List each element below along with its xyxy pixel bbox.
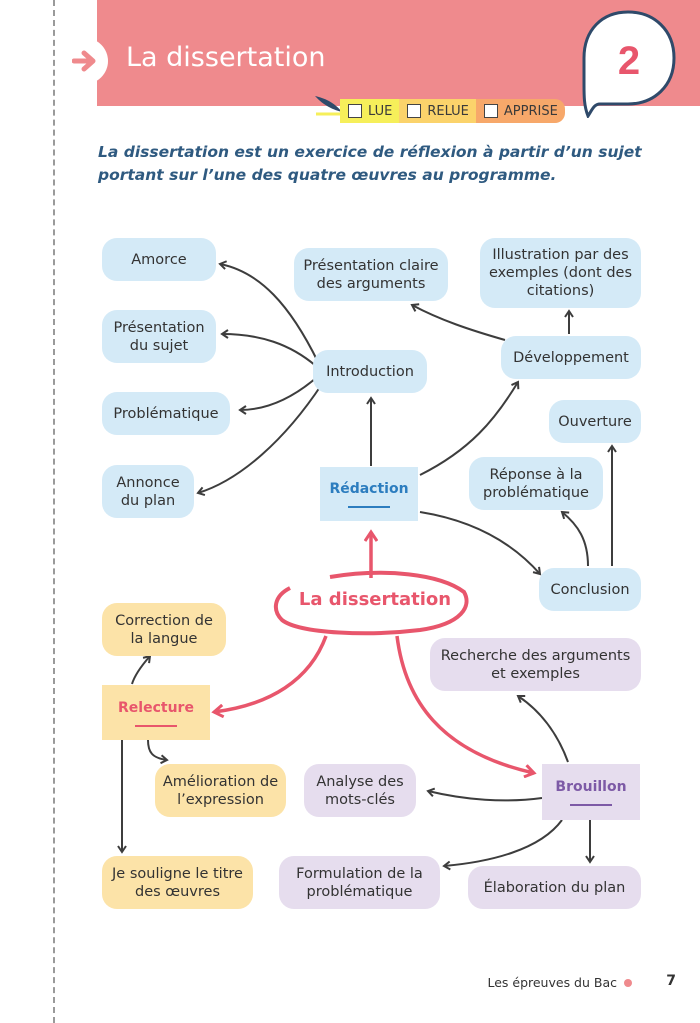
footer-text: Les épreuves du Bac (487, 975, 617, 990)
hub-brouillon-label: Brouillon (555, 779, 627, 795)
node-correction-langue: Correction de la langue (102, 603, 226, 656)
chapter-number: 2 (618, 39, 640, 83)
hub-redaction-label: Rédaction (329, 481, 409, 497)
node-ouverture: Ouverture (549, 400, 641, 443)
checkbox-relue[interactable]: RELUE (399, 99, 476, 123)
checkbox-lue[interactable]: LUE (340, 99, 400, 123)
hub-underline (135, 724, 177, 727)
node-amorce: Amorce (102, 238, 216, 281)
margin-dashed-line (53, 0, 55, 1023)
node-analyse-mots-cles: Analyse des mots-clés (304, 764, 416, 817)
checkbox-label: LUE (368, 103, 393, 119)
checkbox-apprise[interactable]: APPRISE (475, 99, 565, 123)
footer-dot (624, 978, 632, 987)
node-recherche-arguments: Recherche des arguments et exemples (430, 638, 641, 691)
node-introduction: Introduction (313, 350, 427, 393)
checkbox-square[interactable] (483, 104, 498, 118)
node-annonce-plan: Annonce du plan (102, 465, 194, 518)
page-title: La dissertation (126, 42, 326, 73)
hub-relecture: Relecture (102, 685, 210, 740)
checkbox-label: RELUE (427, 103, 469, 119)
hub-relecture-label: Relecture (118, 699, 194, 716)
arrow-right-icon (72, 50, 96, 72)
page-number: 7 (666, 973, 676, 989)
quill-icon (315, 96, 342, 116)
arrow-badge (62, 38, 108, 84)
hub-redaction: Rédaction (320, 467, 418, 521)
checkbox-square[interactable] (348, 104, 362, 118)
node-elaboration-plan: Élaboration du plan (468, 866, 641, 909)
hub-underline (570, 804, 612, 806)
intro-text: La dissertation est un exercice de réfle… (98, 143, 642, 184)
node-presentation-sujet: Présentation du sujet (102, 310, 216, 363)
node-formulation-problematique: Formulation de la problématique (279, 856, 440, 909)
node-souligne-titre: Je souligne le titre des œuvres (102, 856, 253, 909)
node-developpement: Développement (501, 336, 641, 379)
footer: Les épreuves du Bac (487, 975, 642, 990)
reading-checklist: LUE RELUE APPRISE (340, 99, 565, 123)
node-problematique: Problématique (102, 392, 230, 435)
checkbox-label: APPRISE (503, 103, 558, 119)
hub-underline (348, 506, 390, 508)
node-illustration: Illustration par des exemples (dont des … (480, 238, 641, 308)
checkbox-square[interactable] (407, 104, 422, 118)
node-conclusion: Conclusion (539, 568, 641, 611)
node-presentation-arguments: Présentation claire des arguments (294, 248, 448, 301)
node-reponse-problematique: Réponse à la problématique (469, 457, 603, 510)
hub-brouillon: Brouillon (542, 764, 640, 820)
node-amelioration-expression: Amélioration de l’expression (155, 764, 286, 817)
center-topic: La dissertation (298, 589, 452, 610)
chapter-number-bubble: 2 (582, 10, 676, 118)
